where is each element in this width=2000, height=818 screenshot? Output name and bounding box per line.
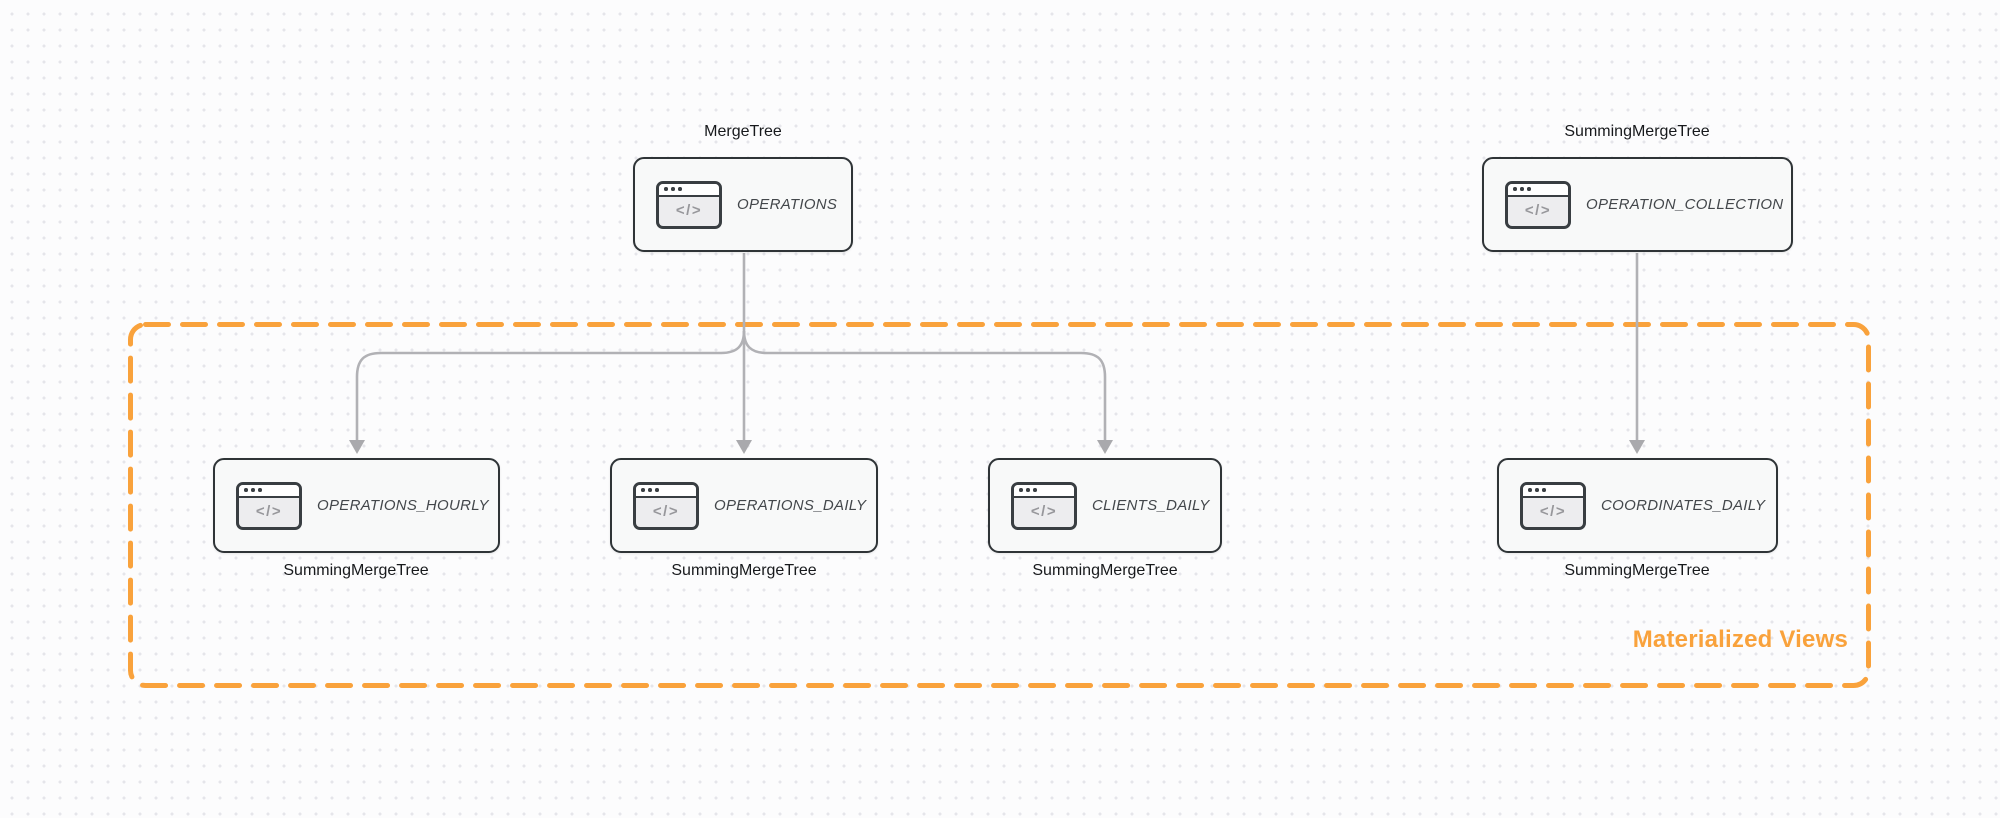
window-titlebar xyxy=(636,484,696,498)
engine-label-summingmergetree-coordinates: SummingMergeTree xyxy=(1564,562,1710,579)
table-node-operations-daily[interactable]: </> OPERATIONS_DAILY xyxy=(610,458,878,553)
code-glyph: </> xyxy=(1030,502,1058,520)
code-glyph: </> xyxy=(1539,502,1567,520)
code-window-icon: </> xyxy=(1011,481,1077,530)
window-dot-icon xyxy=(1026,488,1030,492)
window-dot-icon xyxy=(664,187,668,191)
table-node-operations-hourly[interactable]: </> OPERATIONS_HOURLY xyxy=(213,458,500,553)
window-titlebar xyxy=(659,183,719,197)
code-window-icon: </> xyxy=(1520,481,1586,530)
window-dot-icon xyxy=(1019,488,1023,492)
table-name: OPERATIONS xyxy=(737,196,838,213)
table-name: OPERATIONS_HOURLY xyxy=(317,497,489,514)
engine-label-summingmergetree-source: SummingMergeTree xyxy=(1564,123,1710,140)
table-node-operations[interactable]: </> OPERATIONS xyxy=(633,157,853,252)
window-dot-icon xyxy=(1513,187,1517,191)
engine-label-summingmergetree-clients: SummingMergeTree xyxy=(1032,562,1178,579)
arrowhead-operations-daily xyxy=(736,440,752,454)
edge-operations-to-clients-daily xyxy=(742,330,1107,441)
table-node-coordinates-daily[interactable]: </> COORDINATES_DAILY xyxy=(1497,458,1778,553)
code-glyph: </> xyxy=(652,502,680,520)
window-titlebar xyxy=(1523,484,1583,498)
code-window-icon: </> xyxy=(1505,180,1571,229)
window-dot-icon xyxy=(251,488,255,492)
window-dot-icon xyxy=(671,187,675,191)
table-name: OPERATIONS_DAILY xyxy=(714,497,867,514)
window-titlebar xyxy=(1014,484,1074,498)
table-name: CLIENTS_DAILY xyxy=(1092,497,1210,514)
code-window-icon: </> xyxy=(656,180,722,229)
window-dot-icon xyxy=(1520,187,1524,191)
materialized-views-label: Materialized Views xyxy=(1632,626,1848,653)
window-dot-icon xyxy=(655,488,659,492)
edge-operations-to-operations-hourly xyxy=(355,330,746,441)
code-glyph: </> xyxy=(1524,201,1552,219)
window-titlebar xyxy=(239,484,299,498)
code-window-icon: </> xyxy=(236,481,302,530)
window-dot-icon xyxy=(1033,488,1037,492)
code-glyph: </> xyxy=(255,502,283,520)
engine-label-mergetree: MergeTree xyxy=(704,123,782,140)
window-dot-icon xyxy=(1527,187,1531,191)
table-name: OPERATION_COLLECTION xyxy=(1586,196,1784,213)
window-dot-icon xyxy=(1542,488,1546,492)
window-dot-icon xyxy=(1535,488,1539,492)
table-name: COORDINATES_DAILY xyxy=(1601,497,1766,514)
arrowhead-clients-daily xyxy=(1097,440,1113,454)
engine-label-summingmergetree-hourly: SummingMergeTree xyxy=(283,562,429,579)
engine-label-summingmergetree-daily: SummingMergeTree xyxy=(671,562,817,579)
window-dot-icon xyxy=(678,187,682,191)
table-node-clients-daily[interactable]: </> CLIENTS_DAILY xyxy=(988,458,1222,553)
window-dot-icon xyxy=(258,488,262,492)
window-dot-icon xyxy=(648,488,652,492)
table-node-operation-collection[interactable]: </> OPERATION_COLLECTION xyxy=(1482,157,1793,252)
window-dot-icon xyxy=(641,488,645,492)
arrowhead-operations-hourly xyxy=(349,440,365,454)
window-dot-icon xyxy=(244,488,248,492)
code-glyph: </> xyxy=(675,201,703,219)
window-titlebar xyxy=(1508,183,1568,197)
materialized-views-group-outline xyxy=(128,322,1871,688)
window-dot-icon xyxy=(1528,488,1532,492)
code-window-icon: </> xyxy=(633,481,699,530)
arrowhead-coordinates-daily xyxy=(1629,440,1645,454)
